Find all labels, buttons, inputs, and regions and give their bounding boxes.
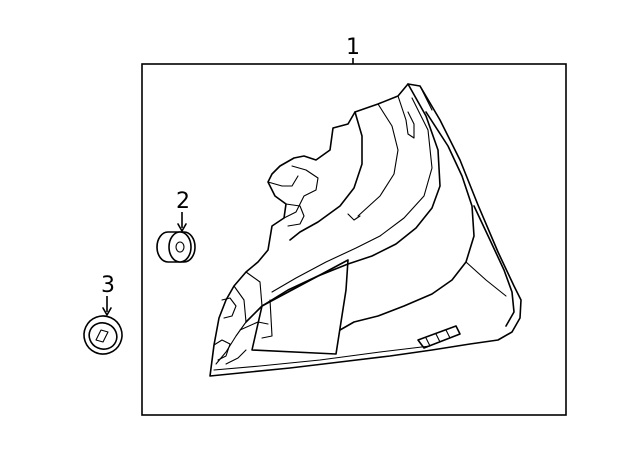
callout-2-label: 2 bbox=[176, 189, 190, 214]
callout-1-label: 1 bbox=[346, 35, 360, 60]
callout-3-label: 3 bbox=[101, 273, 115, 298]
callout-3[interactable]: 3 bbox=[101, 273, 115, 316]
callout-2[interactable]: 2 bbox=[176, 189, 190, 232]
callout-2-arrowhead bbox=[177, 223, 187, 232]
callout-1[interactable]: 1 bbox=[346, 35, 360, 64]
tail-lamp-assembly[interactable] bbox=[209, 83, 522, 377]
assembly-frame bbox=[141, 63, 567, 416]
callout-3-arrowhead bbox=[102, 307, 112, 316]
grommet-part[interactable] bbox=[156, 231, 196, 263]
nut-part[interactable] bbox=[78, 310, 128, 360]
